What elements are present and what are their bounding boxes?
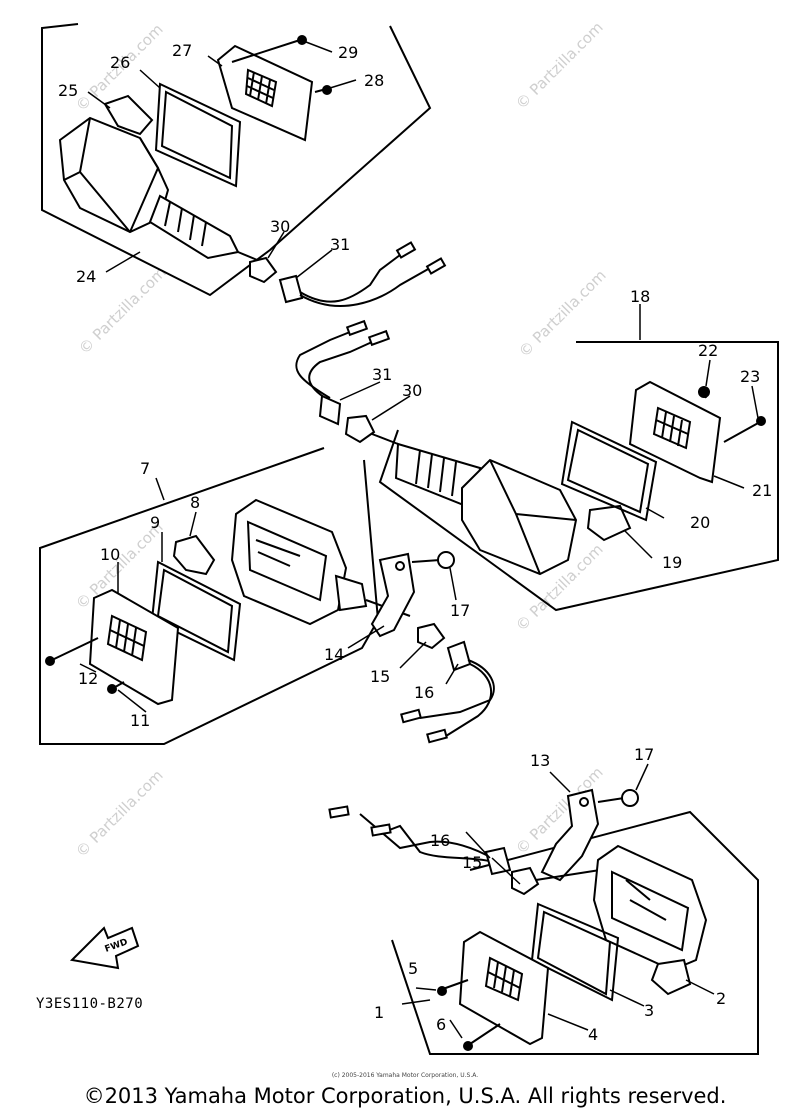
- nut-30-right: [344, 414, 376, 444]
- callout-5: 5: [408, 959, 418, 978]
- callout-15: 15: [462, 853, 482, 872]
- callout-31: 31: [330, 235, 350, 254]
- housing-1: [592, 844, 708, 972]
- leader-lines: [79, 41, 759, 1039]
- wire-31-right: [295, 331, 351, 399]
- callout-8: 8: [190, 493, 200, 512]
- watermark: © Partzilla.com: [72, 766, 167, 861]
- bracket-13: [540, 788, 600, 882]
- screw-6: [469, 1023, 501, 1045]
- callout-31: 31: [372, 365, 392, 384]
- bolt-17-lower: [621, 789, 639, 807]
- callout-26: 26: [110, 53, 130, 72]
- fwd-arrow: FWD: [69, 926, 140, 970]
- callout-14: 14: [324, 645, 344, 664]
- grommet-16-upper: [446, 640, 472, 672]
- callout-23: 23: [740, 367, 760, 386]
- housing-18: [461, 458, 578, 576]
- callout-24: 24: [76, 267, 96, 286]
- callout-16: 16: [414, 683, 434, 702]
- callout-18: 18: [630, 287, 650, 306]
- lens-4: [458, 930, 550, 1046]
- lens-27: [216, 44, 314, 142]
- gasket-9: [150, 560, 242, 662]
- callout-10: 10: [100, 545, 120, 564]
- callout-28: 28: [364, 71, 384, 90]
- callout-2: 2: [716, 989, 726, 1008]
- grommet-31-top: [278, 274, 304, 304]
- grommet-31-right: [318, 394, 342, 426]
- callout-4: 4: [588, 1025, 598, 1044]
- callout-7: 7: [140, 459, 150, 478]
- callouts: 1 2 3 4 5 6 7 8 9 10 11 12 13 14 15 15 1…: [58, 41, 772, 1044]
- callout-22: 22: [698, 341, 718, 360]
- bolt-17-upper: [437, 551, 455, 569]
- callout-30: 30: [402, 381, 422, 400]
- assembly-right: [295, 319, 779, 612]
- callout-17: 17: [450, 601, 470, 620]
- gasket-26: [154, 82, 242, 188]
- callout-27: 27: [172, 41, 192, 60]
- callout-12: 12: [78, 669, 98, 688]
- callout-19: 19: [662, 553, 682, 572]
- callout-15: 15: [370, 667, 390, 686]
- callout-6: 6: [436, 1015, 446, 1034]
- bulb-8: [172, 534, 216, 576]
- assembly-top-left: [41, 23, 447, 307]
- watermark: © Partzilla.com: [512, 18, 607, 113]
- gasket-3: [530, 902, 620, 1002]
- callout-16: 16: [430, 831, 450, 850]
- callout-20: 20: [690, 513, 710, 532]
- bulb-2: [650, 958, 692, 996]
- small-copyright: (c) 2005-2016 Yamaha Motor Corporation, …: [331, 1072, 479, 1079]
- callout-21: 21: [752, 481, 772, 500]
- gasket-20: [560, 420, 658, 522]
- watermark: © Partzilla.com: [515, 266, 610, 361]
- main-copyright: ©2013 Yamaha Motor Corporation, U.S.A. A…: [83, 1084, 727, 1108]
- group-outline-1: [391, 810, 759, 1055]
- diagram-code: Y3ES110-B270: [36, 996, 144, 1012]
- bracket-14: [370, 552, 416, 638]
- lens-21: [628, 380, 722, 484]
- callout-30: 30: [270, 217, 290, 236]
- callout-11: 11: [130, 711, 150, 730]
- callout-29: 29: [338, 43, 358, 62]
- callout-9: 9: [150, 513, 160, 532]
- assembly-bottom-right: [328, 788, 759, 1055]
- callout-3: 3: [644, 1001, 654, 1020]
- screw-23: [723, 421, 761, 443]
- group-outline-24: [41, 23, 432, 297]
- watermarks: © Partzilla.com © Partzilla.com © Partzi…: [72, 18, 610, 861]
- nut-30-top: [249, 256, 278, 284]
- wire-16-lower: [359, 813, 493, 859]
- nut-15-upper: [417, 622, 446, 650]
- nut-15-lower: [511, 866, 540, 896]
- bulb-25: [103, 94, 154, 136]
- callout-25: 25: [58, 81, 78, 100]
- callout-17: 17: [634, 745, 654, 764]
- group-outline-18: [378, 341, 779, 612]
- housing-7: [230, 498, 348, 626]
- callout-13: 13: [530, 751, 550, 770]
- assembly-middle-left: [39, 447, 495, 745]
- callout-1: 1: [374, 1003, 384, 1022]
- grommet-16-lower: [484, 846, 512, 876]
- screw-29: [231, 39, 301, 63]
- wire-31-top: [299, 254, 401, 303]
- screw-12: [51, 637, 99, 661]
- stem-24: [148, 194, 240, 260]
